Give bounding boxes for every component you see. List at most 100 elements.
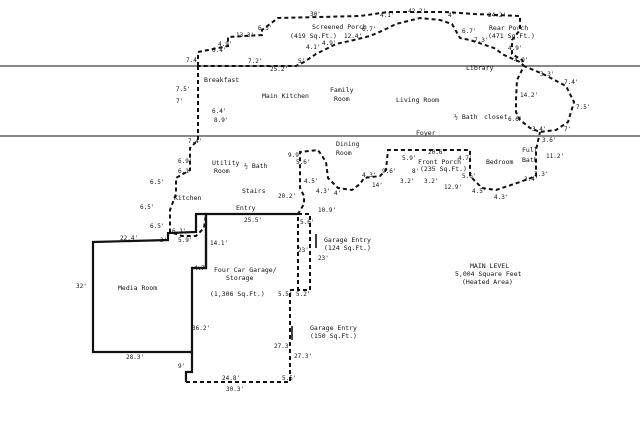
dimension-label: 22.4' xyxy=(120,235,138,242)
media-room-outline xyxy=(91,212,208,354)
family-room-label-line2: Room xyxy=(334,95,350,103)
dimension-label: 6.5' xyxy=(150,223,164,230)
stairs-label: Stairs xyxy=(242,187,266,195)
dimension-label: 30' xyxy=(310,11,321,18)
full-bath-label: Full xyxy=(522,146,538,154)
dimension-label: 23' xyxy=(298,247,309,254)
dimension-label: 25.5' xyxy=(244,217,262,224)
garage-outline-left xyxy=(184,352,194,382)
garage-entry-upper-label: Garage Entry xyxy=(324,236,371,244)
dimension-label: 9' xyxy=(178,363,185,370)
summary-note: (Heated Area) xyxy=(462,278,513,286)
dimension-label: 7' xyxy=(176,98,183,105)
dimension-label: 8' xyxy=(412,168,419,175)
dimension-label: 27.3' xyxy=(294,353,312,360)
dimension-label: 3' xyxy=(160,237,167,244)
dimension-label: 23' xyxy=(318,255,329,262)
dimension-label: 6.9' xyxy=(178,158,192,165)
dimension-label: 13.3' xyxy=(236,32,254,39)
garage-entry-upper-area: (124 Sq.Ft.) xyxy=(324,244,371,252)
dimension-label: 5.9' xyxy=(178,237,192,244)
living-room-label: Living Room xyxy=(396,96,439,104)
dimension-label: 7.3' xyxy=(474,37,488,44)
dimension-label: 7.2' xyxy=(248,58,262,65)
dimension-label: 4.7' xyxy=(458,155,472,162)
dimension-label: 24.8' xyxy=(222,375,240,382)
dimension-label: 7' xyxy=(564,126,571,133)
dimension-label: 6.6' xyxy=(508,116,522,123)
screened-porch-area: (419 Sq.Ft.) xyxy=(290,32,337,40)
dimension-label: 6.4' xyxy=(212,47,226,54)
garage-outline xyxy=(192,212,298,270)
dimension-label: 6.5' xyxy=(150,179,164,186)
dimension-label: 5.2' xyxy=(296,291,310,298)
dimension-label: 6.5' xyxy=(140,204,154,211)
summary-title: MAIN LEVEL xyxy=(470,262,509,270)
dimension-label: 8.9' xyxy=(214,117,228,124)
dimension-label: 36.2' xyxy=(192,325,210,332)
dimension-label: 6.1' xyxy=(172,228,186,235)
rear-porch-label: Rear Porch xyxy=(489,24,528,32)
dimension-label: 7.4' xyxy=(564,79,578,86)
front-porch-label: Front Porch xyxy=(418,158,461,166)
dimension-label: 3.4' xyxy=(524,176,538,183)
dimension-label: 5.6' xyxy=(296,159,310,166)
dimension-label: 7.4' xyxy=(186,57,200,64)
dimension-label: 6.7' xyxy=(362,26,376,33)
dimension-label: 4.3' xyxy=(316,188,330,195)
dimension-label: 4.7' xyxy=(194,265,208,272)
dimension-label: 5' xyxy=(298,58,305,65)
dimension-label: 14.1' xyxy=(210,240,228,247)
half-bath-left-label: ½ Bath xyxy=(244,162,268,170)
entry-label: Entry xyxy=(236,204,256,212)
family-room-label: Family xyxy=(330,86,354,94)
closet-label: closet xyxy=(484,113,508,121)
dining-room-label: Dining xyxy=(336,140,360,148)
dimension-label: 11.2' xyxy=(546,153,564,160)
dimension-label: 20.6' xyxy=(428,149,446,156)
dimension-label: 28.3' xyxy=(126,354,144,361)
dimension-label: 7.4' xyxy=(188,138,202,145)
dimension-label: 4.1' xyxy=(306,44,320,51)
dimension-label: 4.9' xyxy=(514,57,528,64)
garage-entry-lower-label: Garage Entry xyxy=(310,324,357,332)
dimension-label: 5.5' xyxy=(278,291,292,298)
dimension-label: 12.4' xyxy=(344,33,362,40)
dimension-label: 3.2' xyxy=(424,178,438,185)
half-bath-right-label: ½ Bath xyxy=(454,113,478,121)
dimension-label: 3.6' xyxy=(542,137,556,144)
dimension-label: 4.1' xyxy=(380,12,394,19)
dimension-label: 14' xyxy=(372,182,383,189)
dimension-label: 4' xyxy=(448,12,455,19)
dimension-label: 6.7' xyxy=(462,28,476,35)
dimension-label: 4.9' xyxy=(218,41,232,48)
rear-porch-area: (471 Sq.Ft.) xyxy=(488,32,535,40)
bedroom-label: Bedroom xyxy=(486,158,513,166)
dimension-label: 5.6' xyxy=(300,219,314,226)
dimension-label: 30.3' xyxy=(226,386,244,393)
dimension-label: 10.9' xyxy=(318,207,336,214)
dimension-label: 3.3' xyxy=(534,171,548,178)
library-label: Library xyxy=(466,64,493,72)
dimension-label: 5.9' xyxy=(402,155,416,162)
dimension-label: 4.9' xyxy=(508,45,522,52)
kitchen-label: Kitchen xyxy=(174,194,201,202)
main-level-outline xyxy=(197,11,576,134)
dimension-label: 27.3' xyxy=(274,343,292,350)
dimension-label: 24.2' xyxy=(488,12,506,19)
dimension-label: 4.3' xyxy=(494,194,508,201)
dining-room-label-line2: Room xyxy=(336,149,352,157)
breakfast-label: Breakfast xyxy=(204,76,239,84)
media-room-label: Media Room xyxy=(118,284,157,292)
garage-entry-lower-area: (150 Sq.Ft.) xyxy=(310,332,357,340)
dimension-label: 3.2' xyxy=(400,178,414,185)
foyer-label: Foyer xyxy=(416,129,436,137)
dimension-label: 42.2' xyxy=(408,8,426,15)
dimension-label: 4.3' xyxy=(362,172,376,179)
garage-label-line2: Storage xyxy=(226,274,253,282)
dimension-label: 3.4' xyxy=(532,126,546,133)
utility-room-label: Utility xyxy=(212,159,239,167)
dimension-label: 4.5' xyxy=(472,188,486,195)
